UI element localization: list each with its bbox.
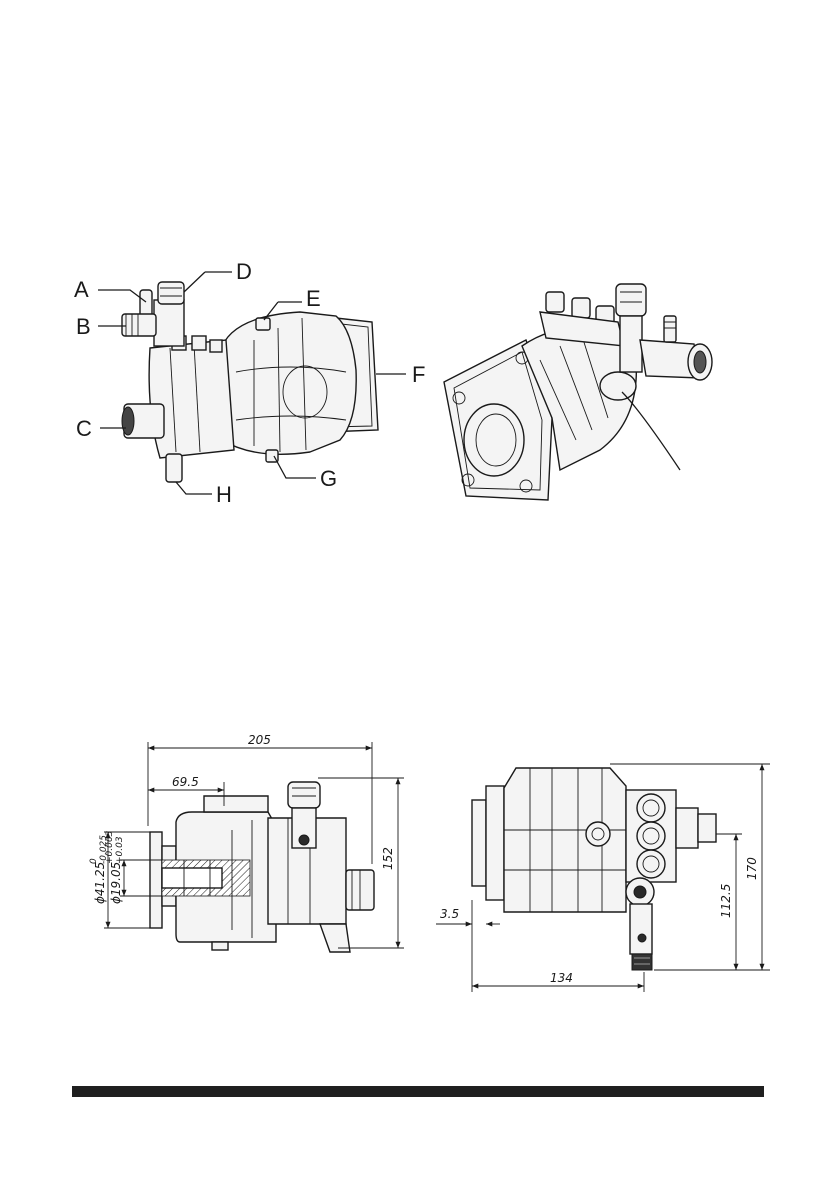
- callout-e: E: [306, 286, 321, 311]
- dim-shaft-tol-lower: +0.03: [115, 836, 125, 864]
- dim-shaft-bore: ϕ41.25: [93, 862, 107, 904]
- callout-b: B: [76, 314, 91, 339]
- dim-overall-height: 170: [745, 857, 759, 880]
- dim-height: 152: [381, 847, 395, 870]
- callout-g: G: [320, 466, 337, 491]
- callout-c: C: [76, 416, 92, 441]
- dim-shaft-tol-upper: +0.063: [105, 830, 115, 864]
- callout-h: H: [216, 482, 232, 507]
- dim-flange-thickness: 3.5: [440, 907, 459, 921]
- technical-drawing-side-view: [104, 742, 404, 952]
- dim-outlet-height: 112.5: [719, 884, 733, 918]
- callout-a: A: [74, 277, 89, 302]
- dim-shaft-bore-tol-upper: 0: [89, 858, 99, 864]
- callout-f: F: [412, 362, 425, 387]
- callout-d: D: [236, 259, 252, 284]
- dim-overall-length: 205: [248, 733, 271, 747]
- dim-flange-offset: 69.5: [172, 775, 199, 789]
- bottom-rule: [72, 1086, 764, 1097]
- technical-drawing-rear-view: [436, 764, 770, 992]
- pump-illustration-rear: [444, 284, 712, 500]
- dim-width: 134: [550, 971, 573, 985]
- pump-illustration-front: [122, 282, 378, 482]
- dim-shaft-diameter: ϕ19.05: [109, 862, 123, 904]
